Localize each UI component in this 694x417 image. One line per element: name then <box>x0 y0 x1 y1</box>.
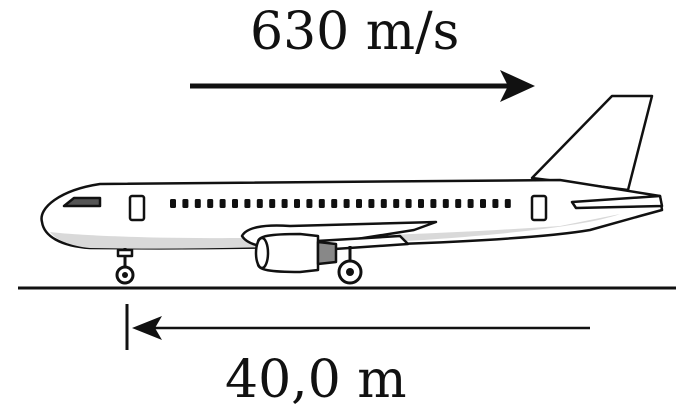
distance-arrowhead <box>132 316 162 340</box>
cabin-window <box>380 199 387 208</box>
engine-exhaust <box>316 240 338 266</box>
cabin-window <box>170 199 176 208</box>
distance-label: 40,0 m <box>225 350 407 410</box>
cabin-window <box>480 199 486 208</box>
cabin-window <box>455 199 462 208</box>
cockpit-window <box>62 196 102 208</box>
nose-gear-bay <box>116 248 134 258</box>
cabin-window <box>393 199 400 208</box>
cabin-window <box>418 199 424 208</box>
cabin-window <box>318 199 325 208</box>
cabin-window <box>269 199 276 208</box>
fuselage-shade <box>50 214 620 249</box>
cabin-window <box>207 199 214 208</box>
tail-fin <box>530 94 654 192</box>
nose-wheel-hub <box>122 272 128 278</box>
cabin-window <box>219 199 226 208</box>
cabin-window <box>405 199 412 208</box>
cabin-window <box>504 199 511 208</box>
cabin-window <box>442 199 449 208</box>
cabin-window <box>194 199 201 208</box>
horizontal-stabilizer <box>570 194 664 210</box>
cabin-window <box>281 199 288 208</box>
cabin-window <box>331 199 338 208</box>
cabin-window <box>343 199 350 208</box>
cabin-window <box>244 199 251 208</box>
cabin-window <box>294 199 300 208</box>
cabin-window <box>368 199 375 208</box>
cabin-window <box>306 199 313 208</box>
velocity-arrowhead <box>500 70 535 102</box>
speed-label: 630 m/s <box>250 2 460 62</box>
cabin-windows <box>170 199 511 208</box>
cabin-window <box>430 199 437 208</box>
cabin-window <box>356 199 362 208</box>
distance-arrow <box>125 304 590 350</box>
airplane <box>40 94 664 285</box>
engine-intake <box>254 236 270 270</box>
cabin-window <box>182 199 189 208</box>
cabin-window <box>492 199 499 208</box>
velocity-arrow <box>190 70 535 102</box>
main-wheel-hub <box>346 268 354 276</box>
front-door <box>128 194 146 222</box>
cabin-window <box>232 199 238 208</box>
rear-door <box>530 194 548 222</box>
cabin-window <box>467 199 474 208</box>
cabin-window <box>256 199 263 208</box>
